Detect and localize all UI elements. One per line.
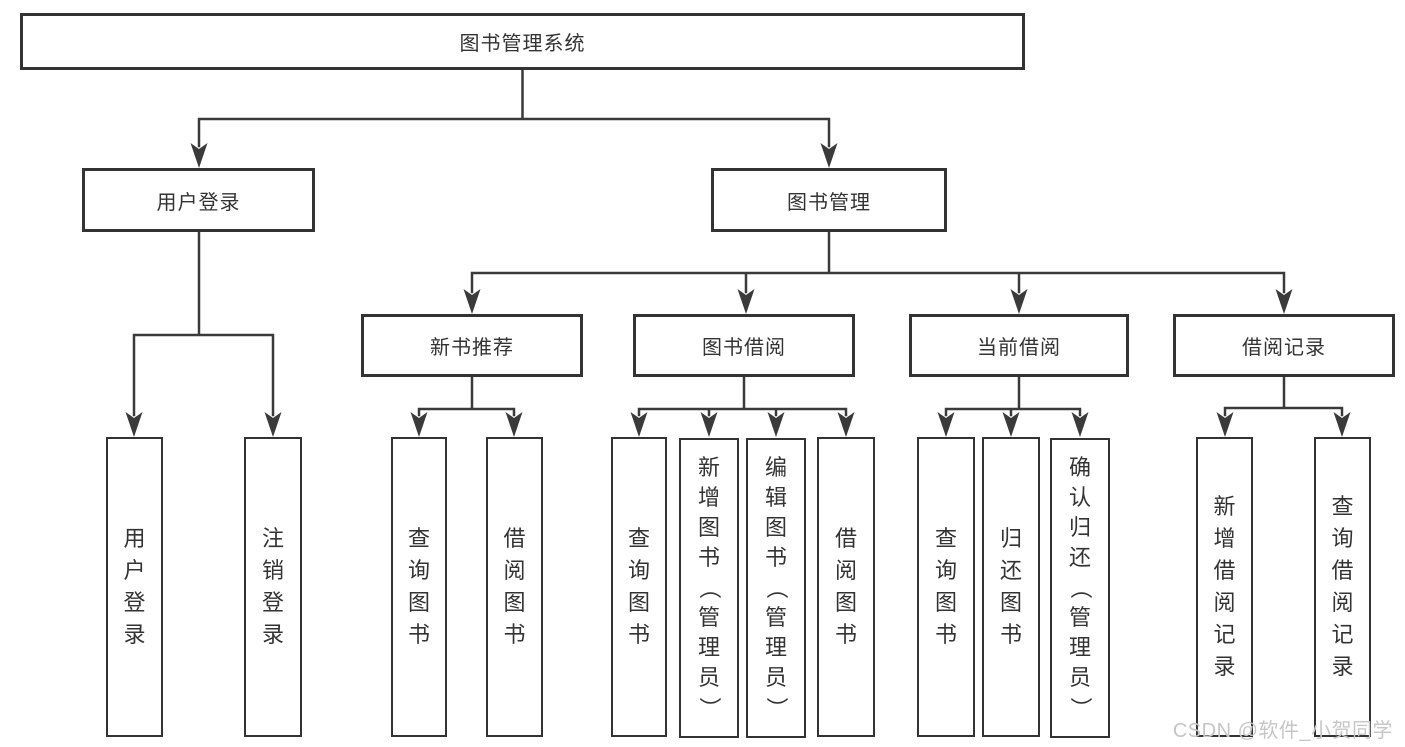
leaf-label: 查询图书 — [627, 526, 650, 647]
leaf-nb-query-book: 查询图书 — [391, 437, 447, 737]
arrowhead — [630, 412, 648, 437]
node-book-mgmt: 图书管理 — [711, 168, 947, 232]
leaf-user-login: 用户登录 — [106, 437, 163, 737]
arrowhead — [937, 412, 955, 437]
node-borrow-records: 借阅记录 — [1173, 314, 1395, 377]
leaf-label: 新增图书（管理员） — [696, 455, 722, 720]
leaf-bb-add-book: 新增图书（管理员） — [679, 438, 739, 738]
leaf-cb-return-book: 归还图书 — [982, 437, 1040, 737]
arrowhead — [505, 412, 523, 437]
node-current-borrow: 当前借阅 — [909, 314, 1129, 377]
leaf-label: 编辑图书（管理员） — [763, 455, 789, 720]
leaf-label: 查询图书 — [934, 526, 957, 647]
node-user-login: 用户登录 — [82, 168, 315, 232]
leaf-label: 用户登录 — [123, 526, 146, 647]
node-new-book-rec: 新书推荐 — [361, 314, 583, 377]
leaf-cb-query-book: 查询图书 — [917, 437, 975, 737]
arrowhead — [1071, 412, 1089, 437]
leaf-label: 借阅图书 — [503, 526, 526, 647]
arrowhead — [820, 143, 838, 168]
watermark: CSDN @软件_小贺同学 — [1172, 720, 1393, 742]
node-root: 图书管理系统 — [20, 13, 1025, 70]
connector-path — [132, 68, 1344, 417]
arrowhead — [1216, 412, 1234, 437]
arrowhead — [125, 412, 143, 437]
arrowhead — [1002, 412, 1020, 437]
arrowhead — [767, 412, 785, 437]
leaf-label: 查询图书 — [407, 526, 430, 647]
arrowhead — [264, 412, 282, 437]
arrowhead — [190, 143, 208, 168]
arrowhead — [700, 412, 718, 437]
arrowhead — [837, 412, 855, 437]
leaf-br-query-record: 查询借阅记录 — [1314, 437, 1371, 737]
leaf-br-add-record: 新增借阅记录 — [1196, 437, 1253, 737]
leaf-nb-borrow-book: 借阅图书 — [486, 437, 543, 737]
arrowhead — [737, 289, 755, 314]
arrowhead — [1333, 412, 1351, 437]
leaf-label: 确认归还（管理员） — [1067, 455, 1093, 720]
leaf-bb-edit-book: 编辑图书（管理员） — [746, 438, 806, 738]
leaf-bb-query-book: 查询图书 — [611, 437, 667, 737]
leaf-label: 注销登录 — [261, 526, 284, 647]
leaf-cb-confirm-return: 确认归还（管理员） — [1050, 438, 1110, 738]
leaf-label: 新增借阅记录 — [1213, 494, 1236, 679]
leaf-label: 归还图书 — [999, 526, 1022, 647]
node-book-borrow: 图书借阅 — [633, 314, 855, 377]
arrowhead — [410, 412, 428, 437]
leaf-label: 查询借阅记录 — [1331, 494, 1354, 679]
arrowhead — [1010, 289, 1028, 314]
leaf-bb-borrow-book: 借阅图书 — [817, 437, 875, 737]
leaf-logout: 注销登录 — [244, 437, 302, 737]
arrowhead — [1275, 289, 1293, 314]
arrowhead — [463, 289, 481, 314]
leaf-label: 借阅图书 — [834, 526, 857, 647]
arrowheads — [125, 143, 1351, 437]
